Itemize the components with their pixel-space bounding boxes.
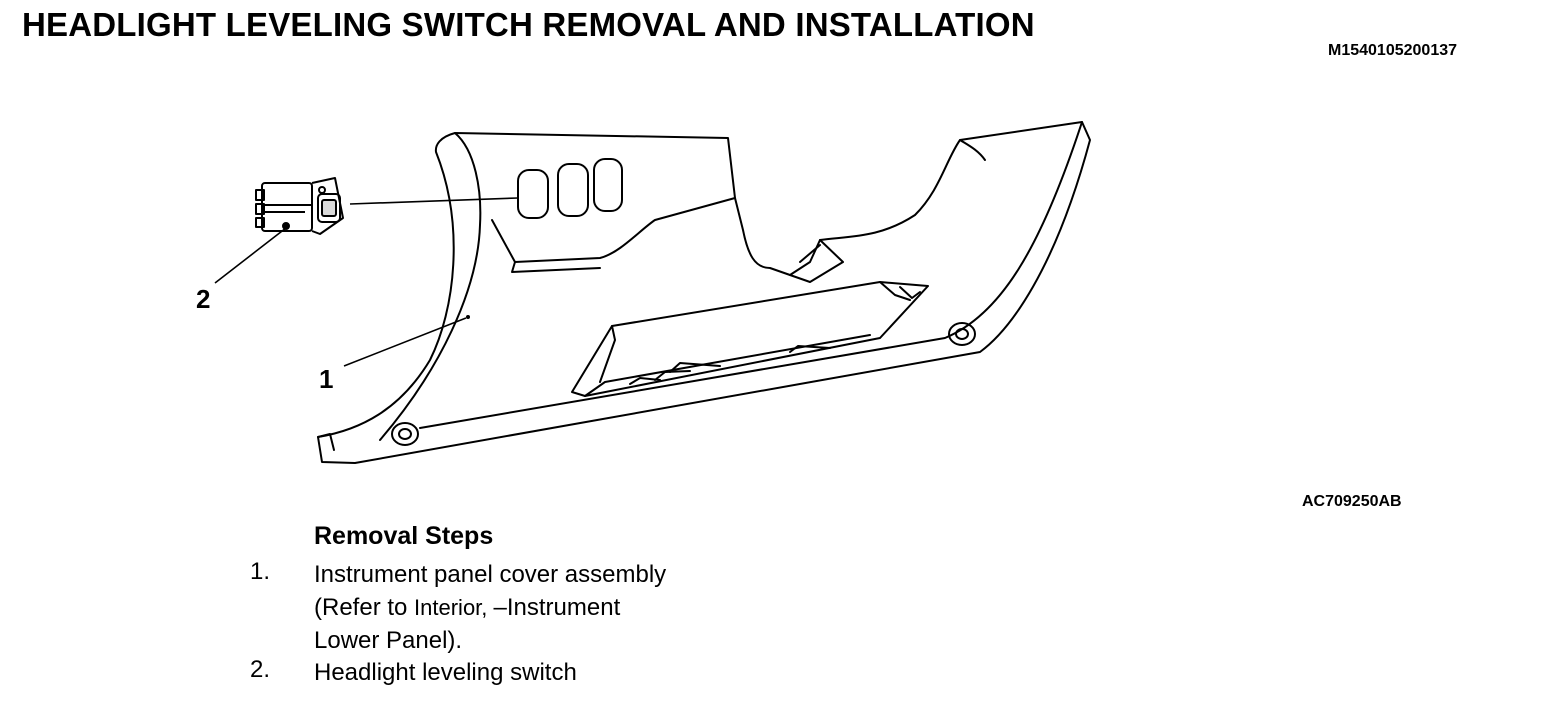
step-text-part: –Instrument	[493, 594, 621, 621]
figure-id: AC709250AB	[1302, 493, 1402, 510]
step-number: 2.	[250, 656, 271, 683]
leader-line-1	[343, 317, 467, 367]
step-text-part: ).	[447, 627, 463, 654]
cross-reference-link[interactable]: Interior,	[414, 595, 494, 620]
step-text-part: (Refer to	[314, 594, 415, 621]
callout-2: 2	[196, 284, 210, 314]
step-line: (Refer to Interior, –Instrument	[314, 591, 666, 624]
step-text: Headlight leveling switch	[314, 656, 577, 689]
page-title: HEADLIGHT LEVELING SWITCH REMOVAL AND IN…	[22, 6, 1035, 43]
removal-steps-heading: Removal Steps	[314, 522, 494, 550]
step-line: Instrument panel cover assembly	[314, 561, 667, 588]
switch-to-opening-line	[349, 197, 519, 205]
cross-reference-link-cont[interactable]: Lower Panel	[314, 627, 448, 654]
step-line: Lower Panel).	[314, 624, 666, 657]
leader-line-2	[214, 227, 287, 284]
callout-1: 1	[319, 364, 333, 394]
document-id: M1540105200137	[1328, 42, 1458, 59]
step-number: 1.	[250, 558, 271, 585]
step-text: Instrument panel cover assembly (Refer t…	[314, 558, 666, 657]
leveling-switch-drawing	[255, 177, 344, 235]
step-line: Headlight leveling switch	[314, 659, 577, 686]
panel-cover-illustration: 2 1	[196, 121, 1091, 464]
panel-cover-outline	[317, 121, 1091, 464]
